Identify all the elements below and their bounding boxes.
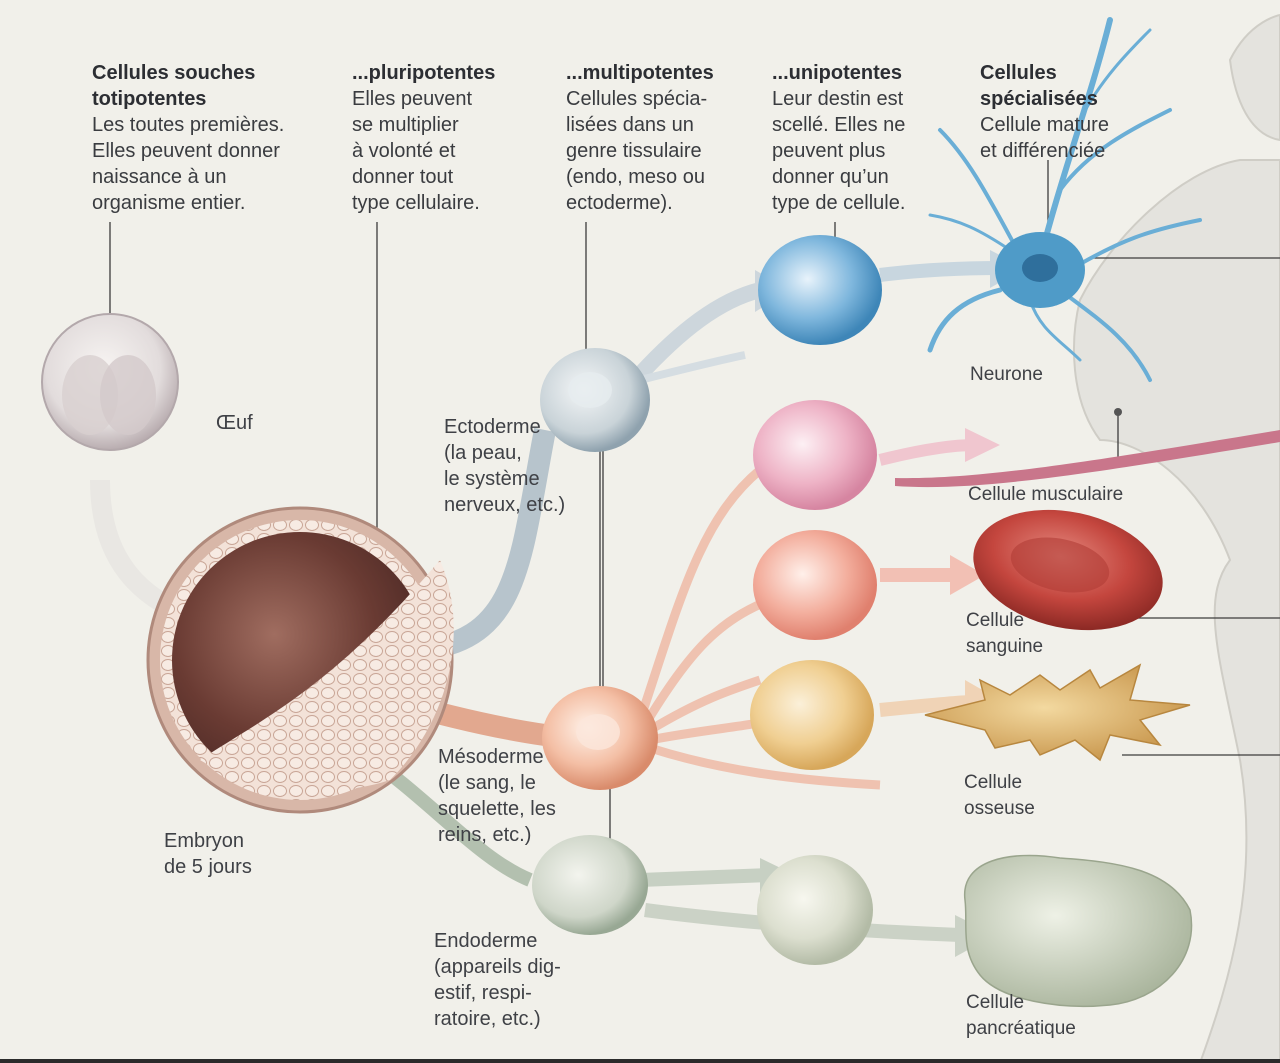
header-body-line: donner qu’un [772,166,889,188]
bone-precursor-cell [750,660,874,770]
header-body-line: type de cellule. [772,192,906,214]
header-body-line: se multiplier [352,114,459,136]
label-line: Cellule [966,610,1025,631]
header-body-line: Cellules spécia- [566,88,708,110]
header-body-line: type cellulaire. [352,192,480,214]
label-line: (le sang, le [438,772,536,794]
header-body-line: organisme entier. [92,192,246,214]
label-line: sanguine [966,636,1044,657]
blood-precursor-cell [753,530,877,640]
header-title-line: ...pluripotentes [352,62,496,84]
header-body-line: Cellule mature [980,114,1109,136]
header-multipotentes: ...multipotentes Cellules spécia- lisées… [566,60,766,216]
header-title-line: spécialisées [980,88,1098,110]
embryo-blastocyst [146,506,454,814]
muscle-precursor-cell [753,400,877,510]
header-body-line: et différenciée [980,140,1106,162]
muscle-cell [895,408,1280,488]
background-silhouette [1073,13,1280,1063]
header-title-line: ...unipotentes [772,62,902,84]
bone-cell [924,663,1191,762]
label-endoderme: Endoderme (appareils dig- estif, respi- … [434,928,561,1032]
blood-cell [973,509,1163,631]
header-body-line: lisées dans un [566,114,694,136]
header-title-line: ...multipotentes [566,62,714,84]
header-body-line: peuvent plus [772,140,886,162]
label-musculaire: Cellule musculaire [968,482,1123,508]
header-title-line: Cellules souches [92,62,256,84]
label-mesoderme: Mésoderme (le sang, le squelette, les re… [438,744,556,848]
label-line: Neurone [970,364,1043,385]
label-line: reins, etc.) [438,824,532,846]
header-title-line: totipotentes [92,88,207,110]
label-line: estif, respi- [434,982,532,1004]
pancreas-cell [964,854,1193,1007]
guide-lines [109,160,1280,880]
header-body-line: naissance à un [92,166,227,188]
label-line: Cellule [966,992,1025,1013]
header-unipotentes: ...unipotentes Leur destin est scellé. E… [772,60,972,216]
label-line: pancréatique [966,1018,1076,1039]
label-line: Cellule musculaire [968,484,1124,505]
header-body-line: ectoderme). [566,192,673,214]
label-line: le système [444,468,540,490]
label-sanguine: Cellule sanguine [966,608,1043,660]
label-line: Endoderme [434,930,538,952]
endoderm-cell [532,835,648,935]
mesoderm-cell [542,686,658,790]
header-body-line: Leur destin est [772,88,904,110]
label-line: (appareils dig- [434,956,561,978]
label-line: Mésoderme [438,746,544,768]
label-line: squelette, les [438,798,556,820]
label-line: de 5 jours [164,856,252,878]
label-line: Embryon [164,830,245,852]
header-body-line: scellé. Elles ne [772,114,906,136]
egg-cell [41,313,179,451]
header-pluripotentes: ...pluripotentes Elles peuvent se multip… [352,60,552,216]
bottom-border [0,1059,1280,1063]
label-pancreatique: Cellule pancréatique [966,990,1076,1042]
label-ectoderme: Ectoderme (la peau, le système nerveux, … [444,414,565,518]
header-body-line: à volonté et [352,140,456,162]
label-line: (la peau, [444,442,522,464]
neuron-precursor-cell [758,235,882,345]
label-line: Œuf [216,412,253,434]
label-line: nerveux, etc.) [444,494,566,516]
header-body-line: genre tissulaire [566,140,702,162]
ectoderm-cell [540,348,650,452]
header-body-line: Elles peuvent [352,88,473,110]
header-body-line: (endo, meso ou [566,166,705,188]
label-line: ratoire, etc.) [434,1008,541,1030]
header-specialisees: Cellules spécialisées Cellule mature et … [980,60,1180,164]
label-line: Cellule [964,772,1023,793]
ectoderm-arrow [418,427,556,661]
header-body-line: Elles peuvent donner [92,140,280,162]
label-line: osseuse [964,798,1035,819]
header-body-line: Les toutes premières. [92,114,285,136]
header-title-line: Cellules [980,62,1057,84]
neuron-cell [927,17,1202,382]
pancreas-precursor-cell [757,855,873,965]
label-oeuf: Œuf [216,410,253,436]
header-totipotentes: Cellules souches totipotentes Les toutes… [92,60,342,216]
label-embryon: Embryon de 5 jours [164,828,252,880]
label-osseuse: Cellule osseuse [964,770,1035,822]
label-line: Ectoderme [444,416,541,438]
label-neurone: Neurone [970,362,1043,388]
header-body-line: donner tout [352,166,454,188]
